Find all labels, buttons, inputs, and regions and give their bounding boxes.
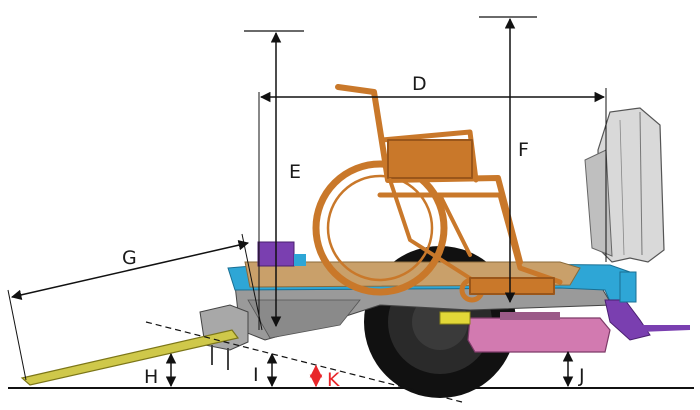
battery-box: [467, 312, 611, 353]
label-f: F: [518, 139, 529, 161]
label-k: K: [327, 369, 340, 391]
rear-lift-gate: [584, 107, 665, 263]
rear-purple-part: [604, 271, 690, 341]
label-h: H: [144, 366, 158, 388]
label-g: G: [122, 247, 137, 269]
dim-g-left-ref: [7, 289, 27, 381]
front-control-box: [257, 241, 306, 267]
ramp: [20, 329, 240, 386]
label-e: E: [289, 161, 301, 183]
label-d: D: [412, 73, 427, 95]
label-j: J: [578, 365, 585, 387]
wheelchair: [312, 84, 563, 303]
yellow-connector: [439, 311, 471, 325]
label-i: I: [253, 364, 259, 386]
dim-g-line: [10, 239, 250, 301]
clearance-reference-line: [145, 321, 463, 403]
